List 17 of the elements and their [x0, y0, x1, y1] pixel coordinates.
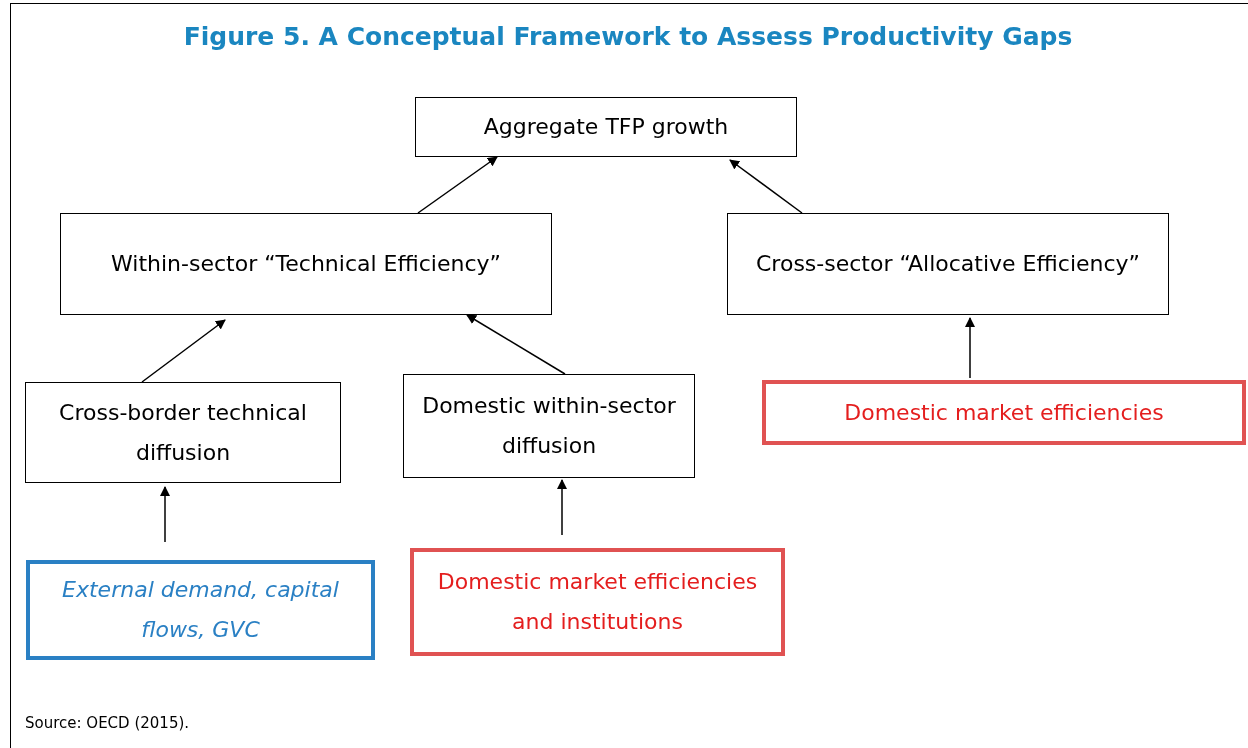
text-box: Domestic market efficiencies — [762, 380, 1246, 445]
arrow — [160, 486, 170, 543]
text-box: Cross-sector “Allocative Efficiency” — [727, 213, 1169, 315]
text-box: Domestic within-sector diffusion — [403, 374, 695, 478]
text-box: Cross-border technical diffusion — [25, 382, 341, 483]
source-note: Source: OECD (2015). — [25, 713, 190, 734]
text-box: External demand, capital flows, GVC — [26, 560, 375, 660]
arrow — [466, 314, 566, 375]
arrow — [141, 319, 226, 383]
text-box: Aggregate TFP growth — [415, 97, 797, 157]
arrow — [557, 479, 567, 536]
figure-title: Figure 5. A Conceptual Framework to Assess Productivity Gaps — [182, 21, 1074, 53]
arrow — [417, 156, 498, 214]
arrow — [965, 317, 975, 379]
text-box: Within-sector “Technical Efficiency” — [60, 213, 552, 315]
text-box: Domestic market efficiencies and institutions — [410, 548, 785, 656]
arrow — [729, 159, 803, 214]
